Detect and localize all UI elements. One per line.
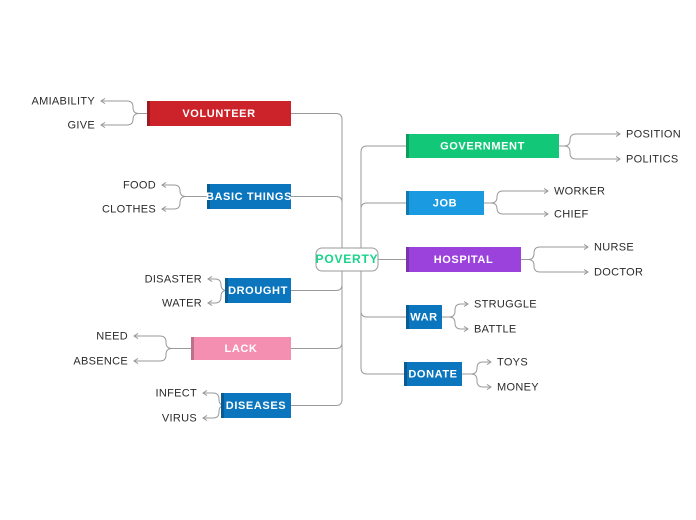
link-basic-things-to-clothes — [162, 196, 207, 210]
leaf-label-clothes: CLOTHES — [102, 203, 156, 215]
leaf-label-disaster: DISASTER — [145, 273, 202, 285]
leaf-label-doctor: DOCTOR — [594, 266, 643, 278]
link-basic-things-to-food — [162, 184, 207, 197]
link-drought-to-water — [208, 290, 228, 304]
node-accent-lack — [191, 337, 194, 360]
link-drought-to-disaster — [208, 278, 228, 291]
node-diseases[interactable] — [221, 393, 291, 418]
link-war-to-battle — [442, 316, 468, 330]
node-drought[interactable] — [225, 278, 291, 303]
node-label-basic-things: BASIC THINGS — [206, 191, 292, 203]
node-label-lack: LACK — [225, 343, 258, 355]
node-label-drought: DROUGHT — [228, 285, 288, 297]
arrow-head — [463, 325, 469, 333]
leaf-label-give: GIVE — [68, 119, 96, 131]
node-accent-war — [406, 305, 409, 329]
link-job-to-worker — [484, 190, 548, 204]
root-node: POVERTY — [315, 247, 379, 272]
leaf-label-food: FOOD — [123, 179, 156, 191]
leaf-label-absence: ABSENCE — [73, 355, 128, 367]
arrow-head — [202, 389, 208, 397]
leaf-label-infect: INFECT — [155, 387, 197, 399]
arrow-head — [133, 332, 139, 340]
leaf-label-money: MONEY — [497, 381, 539, 393]
node-basic-things[interactable] — [207, 184, 291, 209]
arrow-head — [463, 300, 469, 308]
link-hospital-to-nurse — [521, 246, 588, 260]
link-war-to-struggle — [442, 303, 468, 318]
leaf-label-nurse: NURSE — [594, 241, 634, 253]
node-boxes: VOLUNTEER BASIC THINGS DROUGHT LACK DISEASES… — [147, 101, 559, 418]
arrow-head — [161, 205, 167, 213]
arrow-head — [207, 299, 213, 307]
leaf-labels: AMIABILITY GIVE FOOD CLOTHES DISASTER WATER NE… — [31, 95, 681, 424]
link-donate-to-toys — [462, 361, 491, 375]
leaf-label-worker: WORKER — [554, 185, 605, 197]
node-label-government: GOVERNMENT — [440, 140, 525, 152]
arrow-head — [543, 210, 549, 218]
leaf-label-position: POSITION — [626, 128, 681, 140]
node-accent-volunteer — [147, 101, 150, 126]
leaf-label-battle: BATTLE — [474, 323, 517, 335]
link-lack-to-need — [134, 335, 191, 349]
leaf-label-struggle: STRUGGLE — [474, 298, 537, 310]
leaf-label-chief: CHIEF — [554, 208, 589, 220]
node-label-volunteer: VOLUNTEER — [182, 108, 255, 120]
node-accent-drought — [225, 278, 228, 303]
node-label-hospital: HOSPITAL — [434, 254, 494, 266]
node-donate[interactable] — [404, 362, 462, 386]
arrow-head — [615, 130, 621, 138]
link-poverty-to-lack — [291, 259, 343, 349]
arrow-head — [100, 97, 106, 105]
node-lack[interactable] — [191, 337, 291, 360]
arrow-head — [583, 243, 589, 251]
link-job-to-chief — [484, 202, 548, 215]
node-label-job: JOB — [433, 197, 457, 209]
arrow-head — [202, 414, 208, 422]
leaf-label-virus: VIRUS — [162, 412, 197, 424]
link-volunteer-to-amiability — [101, 100, 147, 114]
arrow-head — [486, 358, 492, 366]
arrow-head — [615, 155, 621, 163]
node-hospital[interactable] — [406, 247, 521, 272]
leaf-label-toys: TOYS — [497, 356, 528, 368]
node-label-donate: DONATE — [408, 368, 457, 380]
node-label-war: WAR — [410, 311, 437, 323]
leaf-label-politics: POLITICS — [626, 153, 679, 165]
arrow-head — [161, 181, 167, 189]
arrow-head — [207, 275, 213, 283]
link-donate-to-money — [462, 373, 491, 388]
arrow-head — [133, 357, 139, 365]
node-accent-diseases — [221, 393, 224, 418]
node-accent-government — [406, 134, 409, 158]
root-node-box[interactable] — [315, 247, 379, 272]
node-job[interactable] — [406, 191, 484, 215]
arrow-head — [583, 268, 589, 276]
connector-lines — [100, 97, 621, 422]
leaf-label-water: WATER — [162, 297, 202, 309]
arrow-head — [100, 121, 106, 129]
node-government[interactable] — [406, 134, 559, 158]
link-lack-to-absence — [134, 348, 191, 362]
arrow-head — [486, 383, 492, 391]
link-government-to-politics — [559, 145, 620, 160]
link-government-to-position — [559, 133, 620, 147]
link-poverty-to-volunteer — [291, 113, 343, 260]
link-hospital-to-doctor — [521, 259, 588, 273]
link-poverty-to-diseases — [291, 259, 343, 406]
leaf-label-need: NEED — [96, 330, 128, 342]
node-accent-hospital — [406, 247, 409, 272]
node-volunteer[interactable] — [147, 101, 291, 126]
arrow-head — [543, 187, 549, 195]
node-war[interactable] — [406, 305, 442, 329]
link-volunteer-to-give — [101, 113, 147, 126]
node-accent-basic-things — [207, 184, 210, 209]
node-accent-donate — [404, 362, 407, 386]
node-label-diseases: DISEASES — [226, 400, 286, 412]
node-accent-job — [406, 191, 409, 215]
root-node-label: POVERTY — [316, 252, 379, 266]
leaf-label-amiability: AMIABILITY — [31, 95, 95, 107]
